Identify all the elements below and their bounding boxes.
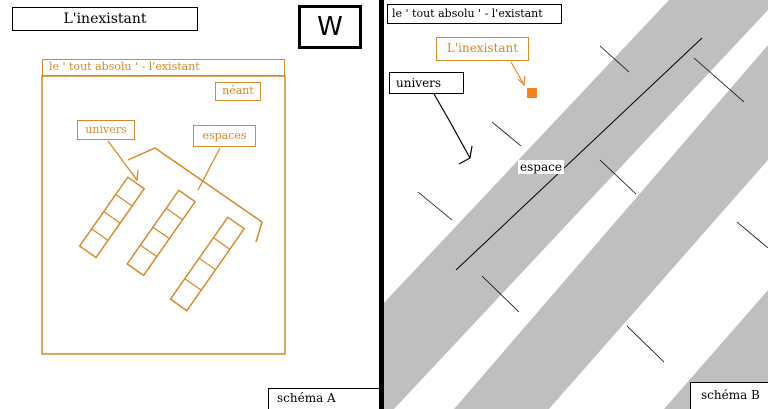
band1-divider bbox=[491, 121, 522, 147]
espaces-label: espaces bbox=[193, 125, 256, 147]
schema-a-panel: L'inexistant W bbox=[0, 0, 379, 409]
inexistant-arrow bbox=[510, 61, 524, 84]
band2-divider bbox=[693, 57, 745, 103]
schema-b-drawing bbox=[384, 0, 768, 409]
band3-divider bbox=[736, 221, 768, 249]
schema-a-title: L'inexistant bbox=[63, 11, 147, 27]
univers-strip-1 bbox=[78, 176, 146, 259]
schema-b-caption: schéma B bbox=[690, 382, 768, 409]
schema-a-drawing bbox=[41, 75, 286, 355]
existant-header: le ' tout absolu ' - l'existant bbox=[42, 59, 285, 76]
univers-strip-3 bbox=[169, 216, 246, 312]
espaces-bracket bbox=[127, 147, 263, 243]
band2-divider bbox=[481, 275, 520, 313]
band2-divider bbox=[599, 159, 637, 195]
schema-b-panel: le ' tout absolu ' - l'existant L'inexis… bbox=[384, 0, 768, 409]
inexistant-arrowhead bbox=[517, 75, 526, 87]
univers-strip-2 bbox=[126, 189, 197, 277]
band1-divider bbox=[417, 191, 453, 221]
neant-label: néant bbox=[215, 82, 261, 101]
univers-band-1 bbox=[384, 0, 768, 409]
univers-label-a: univers bbox=[77, 120, 135, 140]
univers-label-b: univers bbox=[389, 72, 464, 94]
espaces-pointer bbox=[197, 147, 221, 191]
schema-a-title-box: L'inexistant bbox=[12, 7, 198, 31]
univers-band-2 bbox=[454, 45, 768, 409]
univers-arrowhead-b bbox=[458, 145, 473, 165]
band3-divider bbox=[626, 325, 665, 363]
logo-w: W bbox=[298, 5, 362, 49]
inexistant-label: L'inexistant bbox=[436, 37, 529, 61]
espace-line bbox=[455, 37, 703, 271]
inexistant-marker bbox=[527, 88, 537, 98]
univers-band-3 bbox=[664, 290, 768, 409]
univers-arrow-b bbox=[433, 93, 471, 159]
panel-divider bbox=[379, 0, 384, 409]
espace-label: espace bbox=[518, 160, 564, 174]
existant-frame bbox=[41, 75, 286, 355]
schema-b-header: le ' tout absolu ' - l'existant bbox=[387, 4, 562, 24]
band1-divider bbox=[599, 45, 630, 73]
univers-arrowhead bbox=[130, 169, 139, 182]
schema-a-caption: schéma A bbox=[268, 388, 379, 409]
